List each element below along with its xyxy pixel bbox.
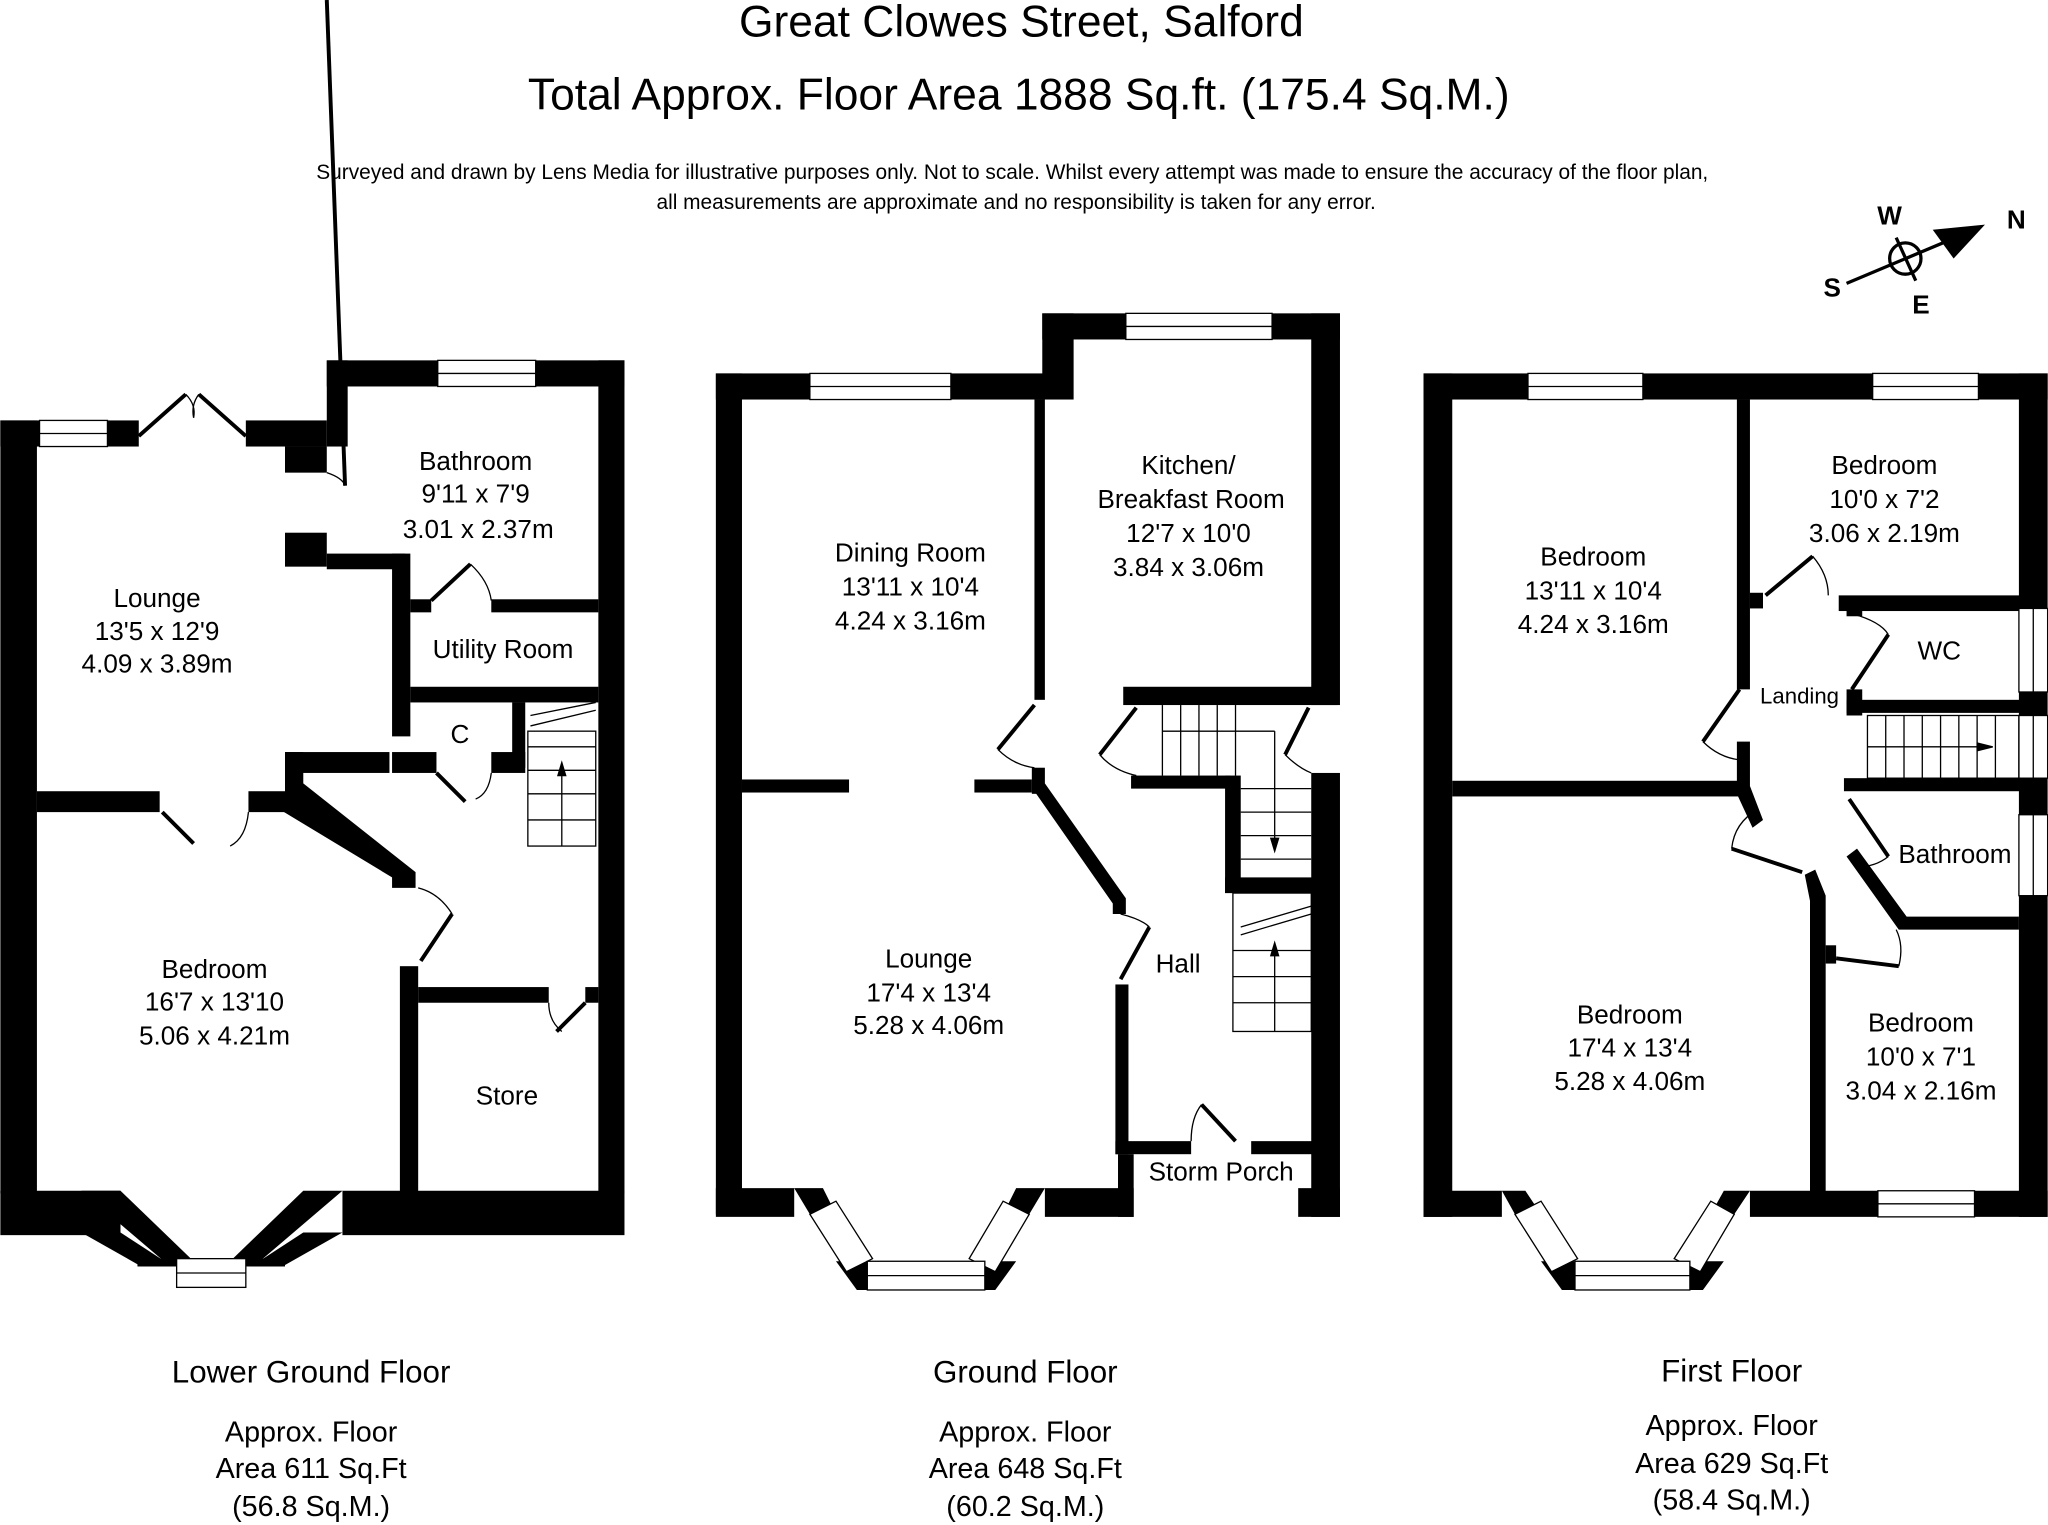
room-bedroom-lgf: Bedroom 16'7 x 13'10 5.06 x 4.21m <box>139 954 290 1051</box>
room-wc: WC <box>1918 635 1962 665</box>
svg-text:Area 629 Sq.Ft: Area 629 Sq.Ft <box>1635 1448 1828 1480</box>
compass-south: S <box>1823 272 1840 302</box>
svg-text:5.28 x 4.06m: 5.28 x 4.06m <box>853 1010 1004 1040</box>
svg-text:17'4 x 13'4: 17'4 x 13'4 <box>1567 1032 1692 1062</box>
room-hall: Hall <box>1156 949 1201 979</box>
svg-text:17'4 x 13'4: 17'4 x 13'4 <box>866 977 991 1007</box>
svg-text:13'5 x 12'9: 13'5 x 12'9 <box>95 616 220 646</box>
room-store: Store <box>476 1081 538 1111</box>
lower-ground-floor-plan <box>0 0 625 1289</box>
ground-floor-plan <box>715 312 1340 1291</box>
svg-text:Dining Room: Dining Room <box>835 537 986 567</box>
svg-text:13'11 x 10'4: 13'11 x 10'4 <box>842 571 979 601</box>
svg-text:16'7 x 13'10: 16'7 x 13'10 <box>145 987 284 1017</box>
svg-text:4.24 x 3.16m: 4.24 x 3.16m <box>1518 609 1669 639</box>
svg-text:Kitchen/: Kitchen/ <box>1141 450 1236 480</box>
svg-text:3.84 x 3.06m: 3.84 x 3.06m <box>1113 552 1264 582</box>
svg-text:Bedroom: Bedroom <box>1577 1000 1683 1030</box>
svg-text:(60.2 Sq.M.): (60.2 Sq.M.) <box>946 1491 1104 1523</box>
total-area: Total Approx. Floor Area 1888 Sq.ft. (17… <box>528 71 1510 120</box>
svg-text:Approx. Floor: Approx. Floor <box>225 1416 398 1448</box>
compass-icon: W N S E <box>1823 201 2025 320</box>
svg-text:Lounge: Lounge <box>885 943 972 973</box>
svg-text:13'11 x 10'4: 13'11 x 10'4 <box>1525 575 1662 605</box>
svg-text:Area 648 Sq.Ft: Area 648 Sq.Ft <box>929 1453 1122 1485</box>
svg-text:Approx. Floor: Approx. Floor <box>1645 1410 1818 1442</box>
caption-ground-floor: Ground Floor Approx. Floor Area 648 Sq.F… <box>929 1355 1122 1523</box>
compass-east: E <box>1912 289 1929 319</box>
room-landing: Landing <box>1760 684 1839 709</box>
room-bathroom-lgf: Bathroom 9'11 x 7'9 3.01 x 2.37m <box>403 446 554 544</box>
svg-text:Bathroom: Bathroom <box>419 446 532 476</box>
svg-text:Lower Ground Floor: Lower Ground Floor <box>172 1355 451 1390</box>
caption-lower-ground-floor: Lower Ground Floor Approx. Floor Area 61… <box>172 1355 451 1523</box>
compass-west: W <box>1877 201 1902 231</box>
room-bedroom-ff-4: Bedroom 10'0 x 7'1 3.04 x 2.16m <box>1846 1007 1997 1105</box>
svg-text:Bedroom: Bedroom <box>1831 450 1937 480</box>
disclaimer-line-1: Surveyed and drawn by Lens Media for ill… <box>316 161 1708 184</box>
room-lounge-gf: Lounge 17'4 x 13'4 5.28 x 4.06m <box>853 943 1004 1040</box>
caption-first-floor: First Floor Approx. Floor Area 629 Sq.Ft… <box>1635 1353 1828 1516</box>
svg-text:Bedroom: Bedroom <box>1868 1007 1974 1037</box>
room-bedroom-ff-1: Bedroom 13'11 x 10'4 4.24 x 3.16m <box>1518 541 1669 639</box>
ff-room-labels: Bedroom 13'11 x 10'4 4.24 x 3.16m Bedroo… <box>1518 450 2012 1105</box>
svg-text:4.09 x 3.89m: 4.09 x 3.89m <box>82 648 233 678</box>
svg-text:5.06 x 4.21m: 5.06 x 4.21m <box>139 1021 290 1051</box>
svg-text:Area 611 Sq.Ft: Area 611 Sq.Ft <box>216 1453 407 1485</box>
svg-text:4.24 x 3.16m: 4.24 x 3.16m <box>835 605 986 635</box>
room-storm-porch: Storm Porch <box>1149 1156 1294 1186</box>
first-floor-plan <box>1423 372 2048 1291</box>
svg-text:Approx. Floor: Approx. Floor <box>939 1416 1112 1448</box>
lgf-room-labels: Lounge 13'5 x 12'9 4.09 x 3.89m Bathroom… <box>82 446 574 1111</box>
compass-north: N <box>2007 204 2026 234</box>
svg-text:10'0 x 7'2: 10'0 x 7'2 <box>1829 484 1939 514</box>
svg-text:Lounge: Lounge <box>113 583 200 613</box>
room-cupboard: C <box>451 719 470 749</box>
room-bedroom-ff-2: Bedroom 10'0 x 7'2 3.06 x 2.19m <box>1809 450 1960 548</box>
header: Great Clowes Street, Salford Total Appro… <box>316 0 1708 214</box>
room-utility: Utility Room <box>433 634 574 664</box>
svg-text:Bedroom: Bedroom <box>162 954 268 984</box>
svg-text:Bedroom: Bedroom <box>1540 541 1646 571</box>
room-bathroom-ff: Bathroom <box>1898 839 2011 869</box>
svg-text:(56.8 Sq.M.): (56.8 Sq.M.) <box>232 1491 390 1523</box>
svg-text:9'11 x 7'9: 9'11 x 7'9 <box>422 479 530 509</box>
svg-text:3.01 x 2.37m: 3.01 x 2.37m <box>403 514 554 544</box>
svg-text:First Floor: First Floor <box>1661 1353 1802 1388</box>
svg-text:3.06 x 2.19m: 3.06 x 2.19m <box>1809 518 1960 548</box>
room-kitchen: Kitchen/ Breakfast Room 12'7 x 10'0 3.84… <box>1098 450 1285 582</box>
svg-text:10'0 x 7'1: 10'0 x 7'1 <box>1866 1041 1976 1071</box>
room-dining: Dining Room 13'11 x 10'4 4.24 x 3.16m <box>835 537 986 635</box>
svg-text:Ground Floor: Ground Floor <box>933 1355 1118 1390</box>
disclaimer-line-2: all measurements are approximate and no … <box>656 191 1375 214</box>
gf-room-labels: Dining Room 13'11 x 10'4 4.24 x 3.16m Ki… <box>835 450 1294 1186</box>
page-title: Great Clowes Street, Salford <box>739 0 1304 47</box>
room-bedroom-ff-3: Bedroom 17'4 x 13'4 5.28 x 4.06m <box>1554 1000 1705 1097</box>
svg-text:(58.4 Sq.M.): (58.4 Sq.M.) <box>1653 1484 1811 1516</box>
svg-text:Breakfast Room: Breakfast Room <box>1098 484 1285 514</box>
floor-captions: Lower Ground Floor Approx. Floor Area 61… <box>172 1353 1828 1522</box>
room-lounge-lgf: Lounge 13'5 x 12'9 4.09 x 3.89m <box>82 583 233 678</box>
svg-text:3.04 x 2.16m: 3.04 x 2.16m <box>1846 1075 1997 1105</box>
svg-text:5.28 x 4.06m: 5.28 x 4.06m <box>1554 1066 1705 1096</box>
svg-text:12'7 x 10'0: 12'7 x 10'0 <box>1126 518 1251 548</box>
